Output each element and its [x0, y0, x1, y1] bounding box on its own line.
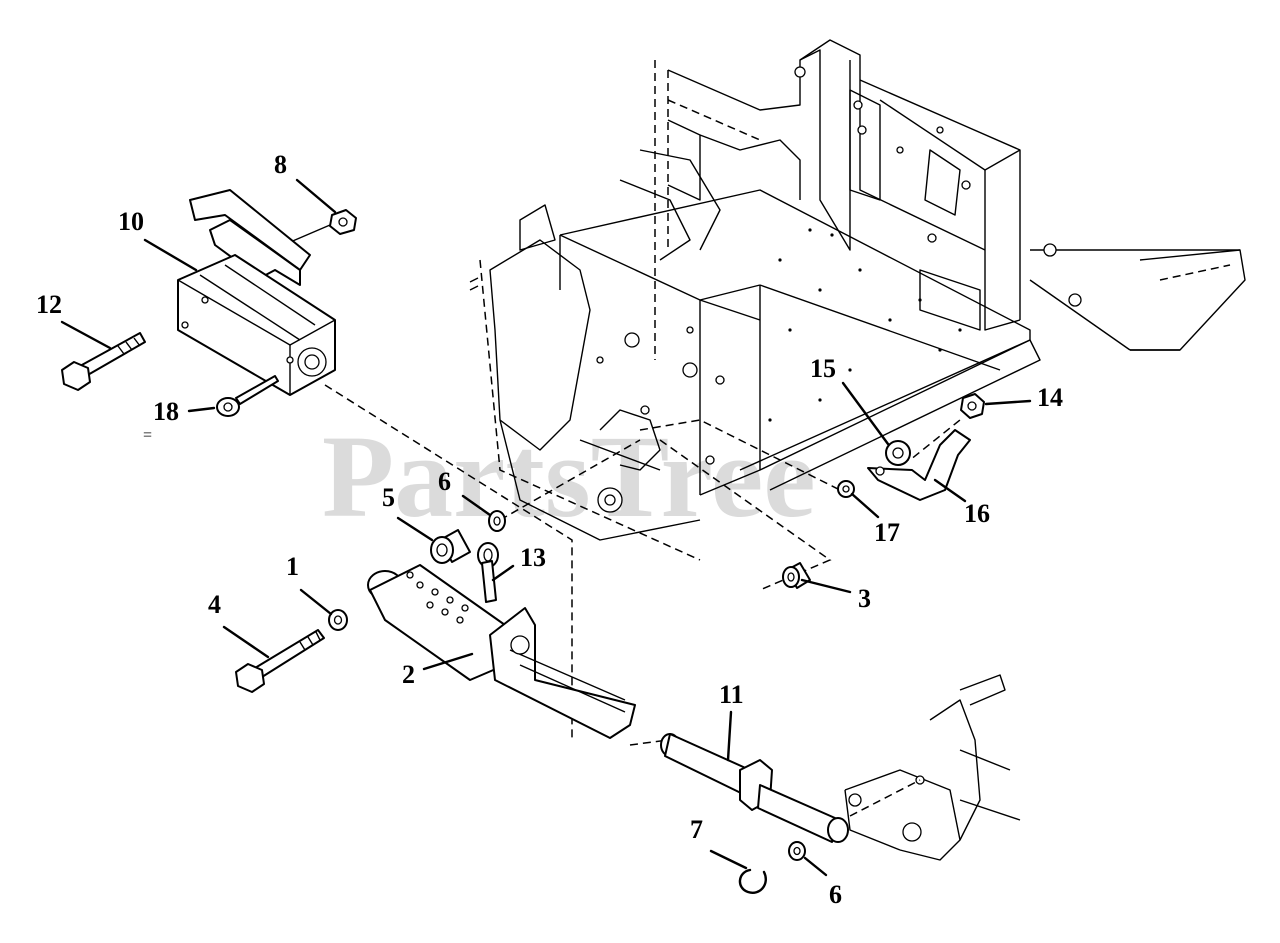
callout-1: 1 [286, 552, 299, 581]
bolt-part-12 [61, 332, 146, 391]
callout-16: 16 [964, 499, 990, 528]
nut-part-14 [960, 393, 985, 419]
callout-13: 13 [520, 543, 546, 572]
callout-15: 15 [810, 354, 836, 383]
callout-10: 10 [118, 207, 144, 236]
tractor-frame [469, 39, 1246, 561]
hitch-bar [367, 564, 636, 739]
callout-7: 7 [690, 815, 703, 844]
callout-6-lower: 6 [829, 880, 842, 909]
callout-14: 14 [1037, 383, 1063, 412]
callout-17: 17 [874, 518, 900, 547]
mower-bracket [844, 674, 1021, 861]
spacer-part-3 [782, 562, 811, 589]
lever-part-16 [867, 429, 971, 501]
hitch-pin-part-13 [477, 542, 499, 603]
leader-lines [60, 178, 1032, 877]
bushing-part-5 [430, 529, 471, 564]
hitch-bracket [177, 189, 336, 396]
washer-part-17 [837, 480, 855, 498]
callout-8: 8 [274, 150, 287, 179]
callout-11: 11 [719, 680, 744, 709]
washer-part-6-upper [488, 510, 506, 532]
washer-part-1 [328, 609, 348, 631]
callout-18: 18 [153, 397, 179, 426]
bushing-part-15 [885, 440, 911, 466]
watermark: PartsTree [322, 411, 816, 542]
callout-5: 5 [382, 483, 395, 512]
callout-2: 2 [402, 660, 415, 689]
washer-part-6-lower [788, 841, 806, 861]
callout-12: 12 [36, 290, 62, 319]
screw-part-18 [216, 375, 279, 417]
nut-part-8 [329, 209, 357, 235]
callout-4: 4 [208, 590, 221, 619]
callout-3: 3 [858, 584, 871, 613]
callout-6-upper: 6 [438, 467, 451, 496]
clip-part-7 [738, 868, 767, 894]
axle-pin-part-11 [660, 733, 849, 843]
stray-mark: = [143, 427, 152, 444]
callout-labels: 8 10 12 18 5 6 13 1 4 2 11 7 6 3 15 14 1… [36, 150, 1063, 909]
bolt-part-4 [235, 629, 325, 693]
